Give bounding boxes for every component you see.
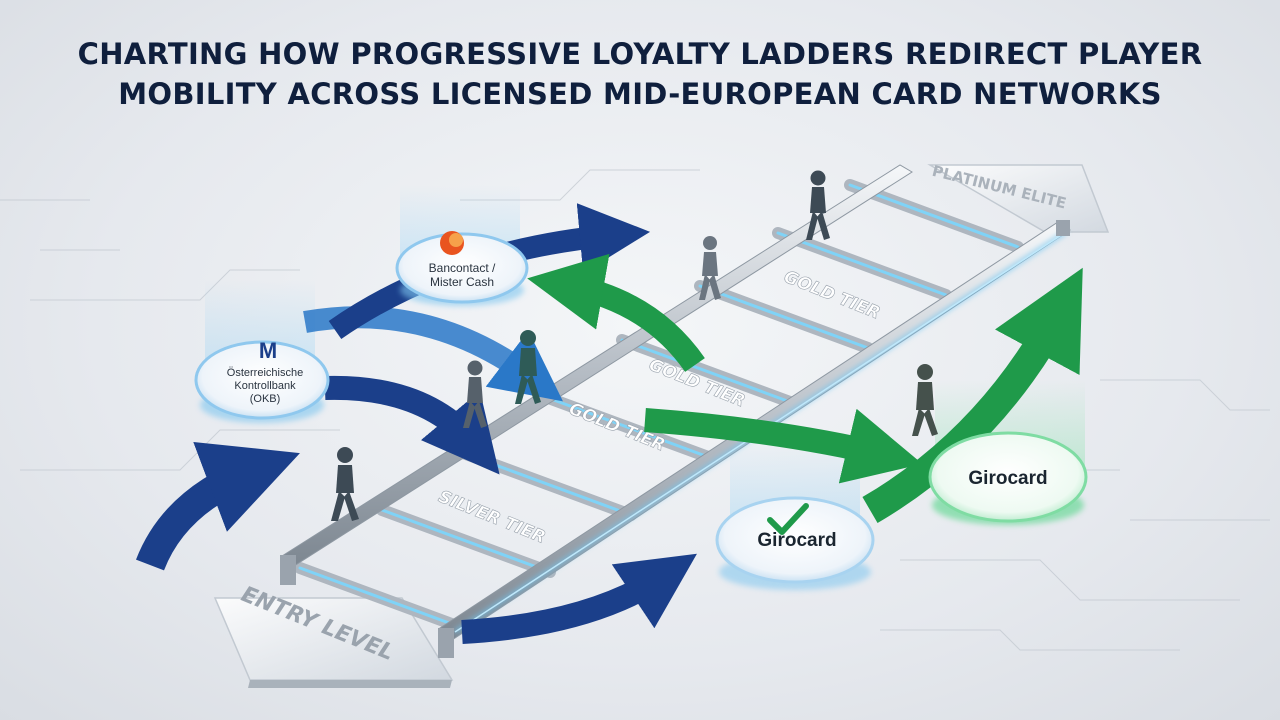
bancontact-name-line1: Bancontact /: [429, 261, 496, 275]
girocard-front-node: Girocard: [715, 496, 875, 590]
girocard-back-label: Girocard: [968, 468, 1047, 489]
oekb-name-line3: (OKB): [250, 393, 281, 405]
title-line-1: CHARTING HOW PROGRESSIVE LOYALTY LADDERS…: [77, 37, 1203, 71]
navy-arrow-left-ascent: [136, 441, 300, 571]
oekb-name-line2: Kontrollbank: [234, 380, 296, 392]
green-arrow-upward-exit: [862, 267, 1083, 523]
navy-arrow-oekb-curve: [324, 375, 500, 475]
girocard-front-label: Girocard: [757, 530, 836, 551]
girocard-back-node: Girocard: [928, 431, 1088, 525]
green-arrow-to-bancontact: [527, 253, 705, 372]
oekb-network-node: M Österreichische Kontrollbank (OKB): [194, 338, 330, 423]
oekb-name-line1: Österreichische: [227, 367, 303, 379]
player-figure: [463, 360, 487, 428]
bancontact-name-line2: Mister Cash: [430, 275, 494, 289]
page-title: CHARTING HOW PROGRESSIVE LOYALTY LADDERS…: [0, 34, 1280, 114]
green-arrow-to-girocard: [644, 408, 923, 484]
checkmark-icon: [767, 503, 809, 535]
player-figure: [806, 170, 830, 240]
player-figure: [912, 364, 938, 436]
player-figure: [331, 447, 359, 521]
entry-level-panel: ENTRY LEVEL: [213, 582, 454, 688]
oekb-m-logo-icon: M: [259, 338, 277, 363]
player-figures: [331, 170, 938, 521]
bancontact-network-node: Bancontact / Mister Cash: [395, 231, 529, 306]
platinum-elite-panel: PLATINUM ELITE: [927, 162, 1110, 233]
title-line-2: MOBILITY ACROSS LICENSED MID-EUROPEAN CA…: [118, 77, 1162, 111]
navy-arrow-bottom: [461, 553, 697, 644]
player-figure: [699, 236, 721, 300]
player-figure: [515, 330, 541, 404]
